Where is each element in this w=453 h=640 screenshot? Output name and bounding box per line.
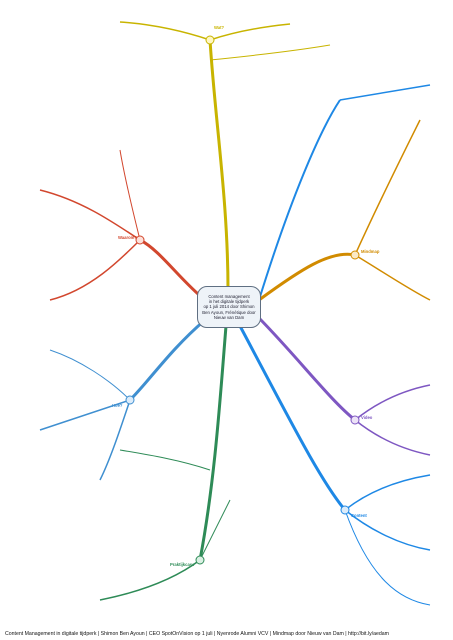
central-topic-title: Content management in het digitale tijdp… [202, 293, 256, 321]
footer-caption: Content Management in digitale tijdperk … [5, 630, 389, 637]
branch-why-label: Waarom? [118, 235, 137, 240]
central-topic[interactable]: Content management in het digitale tijdp… [197, 286, 261, 328]
mind-map [39, 21, 431, 606]
branch-case-label: Praktijkcase [170, 562, 195, 567]
branch-how-label: Hoe? [112, 403, 123, 408]
branch-what-label: Wat? [214, 25, 225, 30]
branch-video-label: Video [361, 415, 373, 420]
branch-content-label: Content [351, 513, 367, 518]
branch-mindmap-label: Mindmap [361, 249, 380, 254]
